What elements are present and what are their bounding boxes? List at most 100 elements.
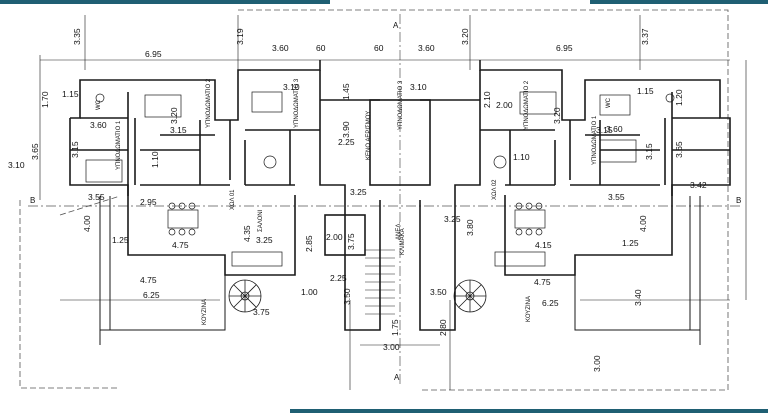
svg-text:3.90: 3.90 — [341, 121, 351, 138]
dim-top-2: 6.95 — [145, 49, 162, 59]
dim-in-left-16: 2.85 — [304, 235, 314, 252]
svg-text:ΥΠΝΟΔΩΜΑΤΙΟ 3: ΥΠΝΟΔΩΜΑΤΙΟ 3 — [398, 80, 404, 130]
svg-text:WC: WC — [606, 97, 612, 108]
accent-bar-bottom — [290, 409, 768, 413]
svg-text:1.20: 1.20 — [674, 89, 684, 106]
svg-text:2.25: 2.25 — [338, 137, 355, 147]
svg-text:3.20: 3.20 — [552, 107, 562, 124]
dim-right-7: 3.40 — [633, 289, 643, 306]
dim-in-center-1: 1.45 — [341, 83, 351, 100]
svg-text:ΥΠΝΟΔΩΜΑΤΙΟ 1: ΥΠΝΟΔΩΜΑΤΙΟ 1 — [116, 120, 122, 170]
svg-text:3.60: 3.60 — [272, 43, 289, 53]
dim-in-right-6: 3.20 — [552, 107, 562, 124]
svg-text:1.10: 1.10 — [150, 151, 160, 168]
dim-in-center-8: 3.75 — [346, 233, 356, 250]
svg-text:3.50: 3.50 — [430, 287, 447, 297]
dim-in-center-13: 3.00 — [383, 342, 400, 352]
dim-top-10: 3.37 — [640, 28, 650, 45]
svg-text:1.25: 1.25 — [622, 238, 639, 248]
dim-left-1: 1.70 — [40, 91, 50, 108]
dim-in-center-4: 2.25 — [338, 137, 355, 147]
dim-in-center-10: 3.50 — [430, 287, 447, 297]
svg-text:ΧΩΛ 01: ΧΩΛ 01 — [230, 189, 236, 210]
svg-text:4.75: 4.75 — [534, 277, 551, 287]
dim-right-4: 3.42 — [690, 180, 707, 190]
dim-in-left-5: 1.10 — [150, 151, 160, 168]
dim-right-3: 3.65 — [674, 141, 684, 158]
dim-top-7: 3.60 — [418, 43, 435, 53]
svg-text:6.25: 6.25 — [542, 298, 559, 308]
dim-in-center-3: 3.90 — [341, 121, 351, 138]
dimension-lines — [39, 15, 747, 390]
room-label-right-bedroom-1: ΥΠΝΟΔΩΜΑΤΙΟ 1 — [592, 115, 598, 165]
dim-left-3: 3.65 — [30, 143, 40, 160]
dim-top-3: 3.19 — [235, 28, 245, 45]
svg-text:1.10: 1.10 — [513, 152, 530, 162]
dim-top-5: 60 — [316, 43, 326, 53]
spiral-stair-right — [453, 279, 487, 313]
balconies — [99, 196, 701, 345]
axis-marker-b-right: B — [736, 196, 741, 205]
svg-text:3.40: 3.40 — [633, 289, 643, 306]
room-label-right-hall: ΧΩΛ 02 — [492, 179, 498, 200]
svg-text:3.00: 3.00 — [592, 355, 602, 372]
dim-in-left-10: 6.25 — [143, 290, 160, 300]
svg-text:A: A — [394, 373, 400, 382]
svg-text:3.10: 3.10 — [8, 160, 25, 170]
furniture-left — [85, 91, 283, 267]
svg-text:1.25: 1.25 — [112, 235, 129, 245]
dim-in-center-7: 2.00 — [326, 232, 343, 242]
svg-text:1.15: 1.15 — [62, 89, 79, 99]
dim-in-right-11: 4.75 — [534, 277, 551, 287]
svg-text:ΥΠΝΟΔΩΜΑΤΙΟ 2: ΥΠΝΟΔΩΜΑΤΙΟ 2 — [524, 80, 530, 130]
svg-text:WC: WC — [96, 99, 102, 110]
dim-in-center-12: 1.75 — [390, 319, 400, 336]
dim-right-1: 1.20 — [674, 89, 684, 106]
svg-text:4.00: 4.00 — [638, 215, 648, 232]
room-label-left-bedroom-3: ΥΠΝΟΔΩΜΑΤΙΟ 3 — [294, 78, 300, 128]
room-label-left-wc: WC — [96, 99, 102, 110]
dim-top-8: 3.20 — [460, 28, 470, 45]
room-label-left-hall: ΧΩΛ 01 — [230, 189, 236, 210]
svg-text:1.45: 1.45 — [341, 83, 351, 100]
svg-text:ΣΑΛΟΝΙ: ΣΑΛΟΝΙ — [258, 209, 264, 232]
plot-boundary — [19, 9, 729, 391]
room-label-left-kitchen: ΚΟΥΖΙΝΑ — [202, 299, 208, 325]
svg-text:ΚΟΥΖΙΝΑ: ΚΟΥΖΙΝΑ — [526, 296, 532, 322]
svg-text:1.15: 1.15 — [637, 86, 654, 96]
svg-text:1.00: 1.00 — [301, 287, 318, 297]
svg-text:1.70: 1.70 — [40, 91, 50, 108]
svg-text:3.10: 3.10 — [283, 82, 300, 92]
svg-text:4.00: 4.00 — [82, 215, 92, 232]
room-label-right-bedroom-2: ΥΠΝΟΔΩΜΑΤΙΟ 2 — [524, 80, 530, 130]
svg-text:2.10: 2.10 — [482, 91, 492, 108]
svg-text:4.15: 4.15 — [535, 240, 552, 250]
dim-in-center-6: 3.25 — [350, 187, 367, 197]
svg-text:3.25: 3.25 — [444, 214, 461, 224]
svg-text:3.25: 3.25 — [256, 235, 273, 245]
svg-text:3.00: 3.00 — [383, 342, 400, 352]
dim-in-center-9: 3.50 — [342, 288, 352, 305]
dim-in-right-4: 3.60 — [606, 124, 623, 134]
room-label-center-shaft: ΚΕΝΟ ΑΕΡΙΣΜΟΥ — [366, 111, 372, 160]
svg-text:3.37: 3.37 — [640, 28, 650, 45]
svg-text:3.55: 3.55 — [88, 192, 105, 202]
dim-in-left-12: 1.00 — [301, 287, 318, 297]
svg-text:ΥΠΝΟΔΩΜΑΤΙΟ 1: ΥΠΝΟΔΩΜΑΤΙΟ 1 — [592, 115, 598, 165]
svg-text:3.20: 3.20 — [460, 28, 470, 45]
dim-in-left-14: 3.25 — [256, 235, 273, 245]
furniture-right — [493, 91, 675, 267]
dim-in-right-3: 3.15 — [596, 125, 613, 135]
svg-text:2.00: 2.00 — [326, 232, 343, 242]
svg-text:3.35: 3.35 — [72, 28, 82, 45]
svg-text:ΧΩΛ 02: ΧΩΛ 02 — [492, 179, 498, 200]
dim-in-right-13: 3.80 — [465, 219, 475, 236]
dim-in-left-6: 3.55 — [88, 192, 105, 202]
dim-in-left-7: 2.95 — [140, 197, 157, 207]
svg-text:1.75: 1.75 — [390, 319, 400, 336]
dim-left-2: 1.15 — [62, 89, 79, 99]
svg-text:3.50: 3.50 — [342, 288, 352, 305]
svg-text:ΥΠΝΟΔΩΜΑΤΙΟ 2: ΥΠΝΟΔΩΜΑΤΙΟ 2 — [206, 78, 212, 128]
svg-text:3.20: 3.20 — [169, 107, 179, 124]
